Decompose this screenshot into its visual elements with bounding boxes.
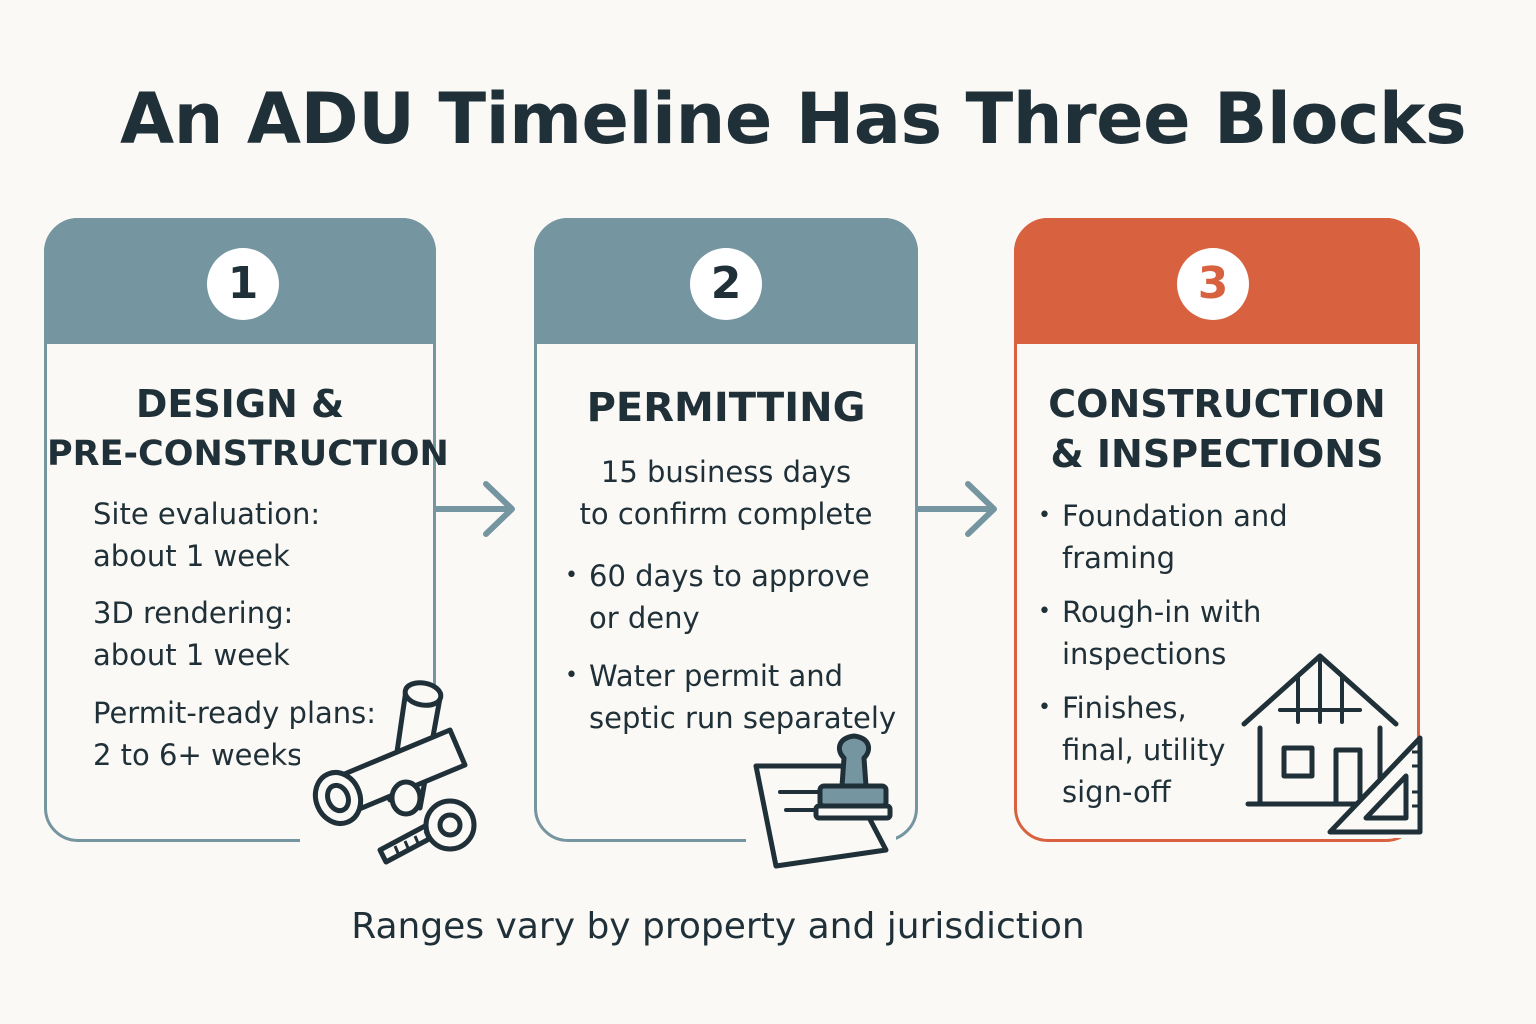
step-item: 3D rendering: about 1 week [93, 596, 294, 672]
page-title: An ADU Timeline Has Three Blocks [120, 78, 1467, 160]
step-title: DESIGN & PRE-CONSTRUCTION [47, 382, 449, 474]
step-bullet: • Foundation and framing [1038, 499, 1288, 575]
step-card-design: 1 DESIGN & PRE-CONSTRUCTION Site evaluat… [44, 218, 449, 842]
step-bullet: • Finishes, final, utility sign-off [1038, 691, 1226, 809]
step-intro: 15 business days to confirm complete [579, 455, 873, 531]
blueprint-rolls-and-tape-measure-icon [300, 680, 490, 870]
step-number-badge: 1 [207, 248, 279, 320]
house-frame-and-triangle-ruler-icon [1240, 653, 1426, 838]
step-card-construction: 3 CONSTRUCTION & INSPECTIONS • Foundatio… [1014, 218, 1420, 842]
step-title: PERMITTING [586, 385, 866, 431]
step-card-header: 2 [534, 218, 918, 344]
step-bullet: • Water permit and septic run separately [565, 659, 897, 735]
arrow-right-icon [436, 481, 515, 537]
step-number-badge: 3 [1177, 248, 1249, 320]
step-item: Permit-ready plans: 2 to 6+ weeks [93, 696, 377, 772]
step-bullet: • 60 days to approve or deny [565, 559, 870, 635]
footnote: Ranges vary by property and jurisdiction [351, 906, 1085, 947]
document-stamp-icon [746, 733, 896, 870]
step-card-header: 3 [1014, 218, 1420, 344]
step-bullet: • Rough-in with inspections [1038, 595, 1262, 671]
step-card-header: 1 [44, 218, 436, 344]
step-number-badge: 2 [690, 248, 762, 320]
step-title: CONSTRUCTION & INSPECTIONS [1048, 382, 1386, 476]
step-item: Site evaluation: about 1 week [93, 497, 321, 573]
arrow-right-icon [918, 481, 997, 537]
